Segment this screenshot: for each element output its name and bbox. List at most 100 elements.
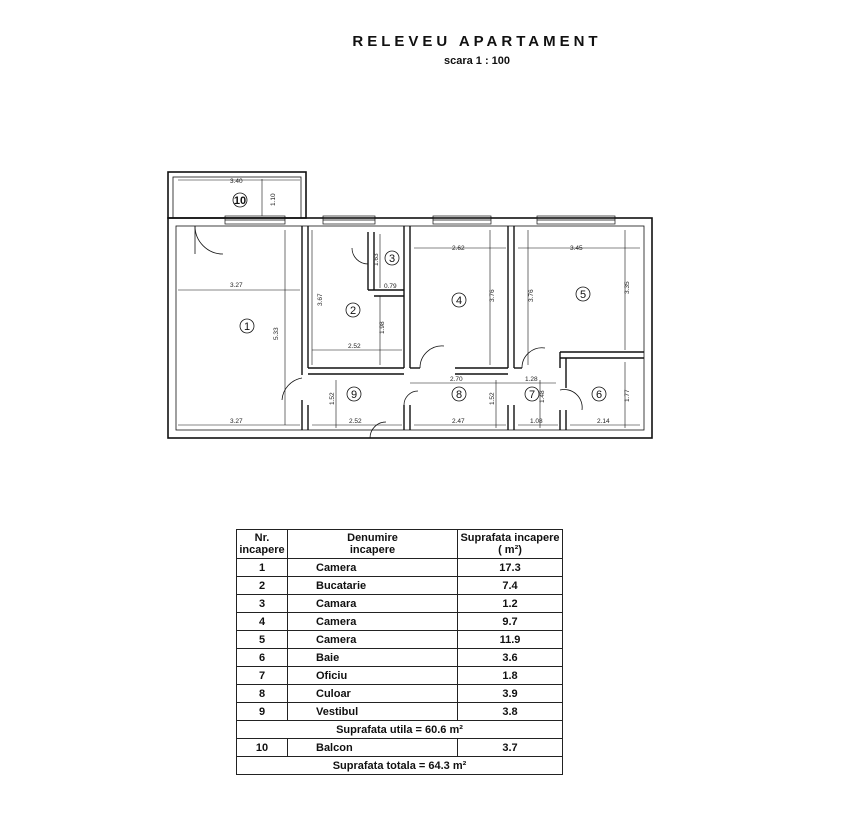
dim-label: 2.52 — [348, 343, 361, 350]
outer-wall — [167, 217, 653, 439]
dim-label: 3.45 — [570, 245, 583, 252]
row-name: Camara — [287, 594, 458, 613]
door-swings — [194, 225, 583, 439]
row-area: 17.3 — [457, 558, 563, 577]
dim-label: 2.47 — [452, 418, 465, 425]
row-area: 7.4 — [457, 576, 563, 595]
dim-label: 3.40 — [230, 178, 243, 185]
row-nr: 9 — [236, 702, 288, 721]
dim-label: 3.67 — [317, 293, 324, 306]
header-name-line2: incapere — [349, 544, 396, 556]
room-circles — [232, 192, 607, 402]
row-area: 3.9 — [457, 684, 563, 703]
header-nr-line2: incapere — [239, 544, 285, 556]
room-number-9: 9 — [351, 389, 357, 401]
dim-label: 1.77 — [624, 389, 631, 402]
row-nr: 3 — [236, 594, 288, 613]
header-nr-line1: Nr. — [254, 532, 270, 544]
room-number-1: 1 — [244, 321, 250, 333]
dim-label: 3.35 — [624, 281, 631, 294]
row-area: 1.8 — [457, 666, 563, 685]
plan-title: RELEVEU APARTAMENT — [352, 33, 602, 50]
row-nr: 4 — [236, 612, 288, 631]
table-header-row: Nr. incapere Denumire incapere Suprafata… — [236, 529, 563, 559]
dim-label: 0.79 — [384, 283, 397, 290]
row-name: Balcon — [287, 738, 458, 757]
row-area: 9.7 — [457, 612, 563, 631]
row-name: Camera — [287, 612, 458, 631]
windows — [224, 215, 616, 225]
row-area: 3.7 — [457, 738, 563, 757]
row-area: 1.2 — [457, 594, 563, 613]
header-area: Suprafata incapere ( m²) — [457, 529, 563, 559]
dimension-labels: 3.40 1.10 3.27 5.33 3.27 3.67 1.98 2.52 … — [230, 178, 631, 425]
row-nr: 2 — [236, 576, 288, 595]
total-area-row: Suprafata totala = 64.3 m² — [236, 756, 563, 775]
room-number-6: 6 — [596, 389, 602, 401]
floor-plan: 1 2 3 4 5 6 7 8 9 10 3.40 1.10 3.27 5.33… — [167, 171, 653, 439]
row-name: Baie — [287, 648, 458, 667]
dim-label: 1.08 — [530, 418, 543, 425]
dim-label: 2.14 — [597, 418, 610, 425]
room-number-2: 2 — [350, 305, 356, 317]
plan-scale: scara 1 : 100 — [443, 55, 511, 67]
row-nr: 5 — [236, 630, 288, 649]
header-name: Denumire incapere — [287, 529, 458, 559]
row-nr: 1 — [236, 558, 288, 577]
row-nr: 7 — [236, 666, 288, 685]
row-name: Camera — [287, 630, 458, 649]
room-number-5: 5 — [580, 289, 586, 301]
total-area: Suprafata totala = 64.3 m² — [236, 756, 563, 775]
header-area-line2: ( m²) — [498, 544, 522, 556]
useful-area-total: Suprafata utila = 60.6 m² — [236, 720, 563, 739]
dim-label: 1.28 — [525, 376, 538, 383]
dim-label: 3.27 — [230, 282, 243, 289]
row-nr: 10 — [236, 738, 288, 757]
row-nr: 6 — [236, 648, 288, 667]
dim-label: 1.52 — [489, 392, 496, 405]
row-area: 3.6 — [457, 648, 563, 667]
useful-area-row: Suprafata utila = 60.6 m² — [236, 720, 563, 739]
row-name: Vestibul — [287, 702, 458, 721]
room-numbers: 1 2 3 4 5 6 7 8 9 10 — [234, 195, 602, 401]
area-table: Nr. incapere Denumire incapere Suprafata… — [236, 529, 563, 775]
row-name: Camera — [287, 558, 458, 577]
dim-label: 3.76 — [489, 289, 496, 302]
row-name: Culoar — [287, 684, 458, 703]
dim-label: 5.33 — [273, 327, 280, 340]
dim-label: 2.52 — [349, 418, 362, 425]
row-name: Bucatarie — [287, 576, 458, 595]
header-name-line1: Denumire — [347, 532, 398, 544]
dim-label: 3.76 — [528, 289, 535, 302]
row-name: Oficiu — [287, 666, 458, 685]
dim-label: 2.62 — [452, 245, 465, 252]
dim-label: 1.63 — [373, 253, 380, 266]
row-area: 3.8 — [457, 702, 563, 721]
dim-label: 1.48 — [539, 390, 546, 403]
room-number-10: 10 — [234, 195, 246, 207]
room-number-8: 8 — [456, 389, 462, 401]
room-number-3: 3 — [389, 253, 395, 265]
dim-label: 2.70 — [450, 376, 463, 383]
dim-label: 1.52 — [329, 392, 336, 405]
room-number-4: 4 — [456, 295, 462, 307]
dim-label: 3.27 — [230, 418, 243, 425]
row-area: 11.9 — [457, 630, 563, 649]
dimension-lines — [178, 179, 640, 428]
row-nr: 8 — [236, 684, 288, 703]
dim-label: 1.10 — [270, 193, 277, 206]
room-number-7: 7 — [529, 389, 535, 401]
header-area-line1: Suprafata incapere — [460, 532, 560, 544]
header-nr: Nr. incapere — [236, 529, 288, 559]
dim-label: 1.98 — [379, 321, 386, 334]
